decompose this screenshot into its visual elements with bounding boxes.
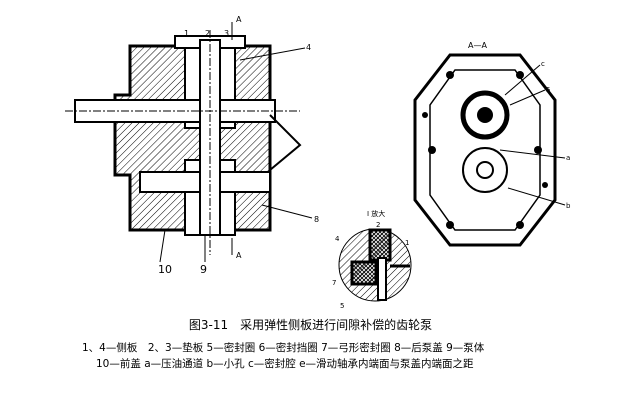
part-label: 2 [376,221,380,229]
part-label: 1 [405,239,409,247]
part-label: a [566,154,570,162]
part-label: 8 [314,215,319,224]
part-label: 10 [158,263,172,276]
detail-title: I 放大 [367,209,385,218]
detail-i-enlarged: I 放大 2 1 4 7 5 [332,209,412,310]
legend-line: 10—前盖 a—压油通道 b—小孔 c—密封腔 e—滑动轴承内端面与泵盖内端面之… [96,358,474,370]
longitudinal-section: A A 1 2 3 4 8 10 9 [65,15,319,276]
section-label: A [236,15,242,24]
part-label: 5 [340,302,344,310]
part-label: b [566,202,571,210]
legend-line: 1、4—侧板 2、3—垫板 5—密封圈 6—密封挡圈 7—弓形密封圈 8—后泵盖… [82,342,485,354]
figure-caption: 图3-11 采用弹性侧板进行间隙补偿的齿轮泵 [188,318,433,332]
section-a-a-view: A—A c 5 a b [413,41,571,247]
part-label: 4 [306,43,311,52]
part-label: 5 [546,86,550,94]
part-label: 2 [205,29,210,38]
view-title: A—A [468,41,487,50]
part-label: 7 [332,279,336,287]
part-label: 3 [224,29,229,38]
part-label: c [541,60,545,68]
part-label: 1 [184,29,189,38]
part-label: 4 [335,235,340,243]
section-label: A [236,251,242,260]
part-label: 9 [200,263,207,276]
